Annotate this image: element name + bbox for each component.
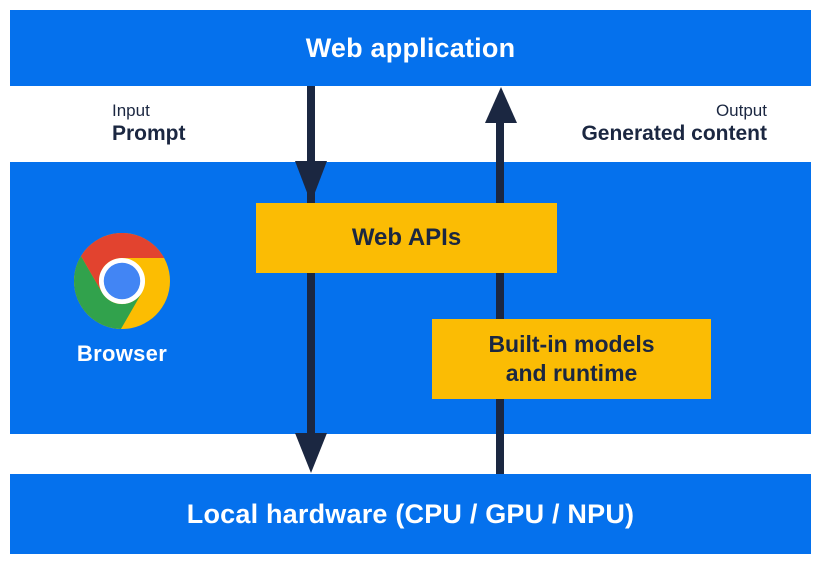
input-arrowhead-mid-icon <box>295 161 327 203</box>
builtin-models-box: Built-in models and runtime <box>432 319 711 399</box>
builtin-models-line1: Built-in models <box>488 331 655 357</box>
output-arrow-shaft <box>496 121 504 474</box>
chrome-logo-icon <box>74 233 170 329</box>
web-apis-box: Web APIs <box>256 203 557 273</box>
web-application-title: Web application <box>305 32 516 63</box>
input-value: Prompt <box>112 122 186 145</box>
input-flow-label: Input Prompt <box>112 99 186 145</box>
local-hardware-title: Local hardware (CPU / GPU / NPU) <box>186 498 635 529</box>
output-value: Generated content <box>581 122 767 145</box>
input-caption: Input <box>112 101 150 120</box>
local-hardware-bar: Local hardware (CPU / GPU / NPU) <box>10 474 811 554</box>
input-down-arrow <box>295 86 327 473</box>
output-up-arrow <box>485 87 517 474</box>
output-caption: Output <box>715 101 767 120</box>
input-arrowhead-bottom-icon <box>295 433 327 473</box>
builtin-models-line2: and runtime <box>505 360 638 386</box>
browser-label: Browser <box>76 341 168 366</box>
web-apis-label: Web APIs <box>351 224 462 251</box>
output-arrowhead-top-icon <box>485 87 517 123</box>
web-application-bar: Web application <box>10 10 811 86</box>
output-flow-label: Output Generated content <box>581 99 767 145</box>
